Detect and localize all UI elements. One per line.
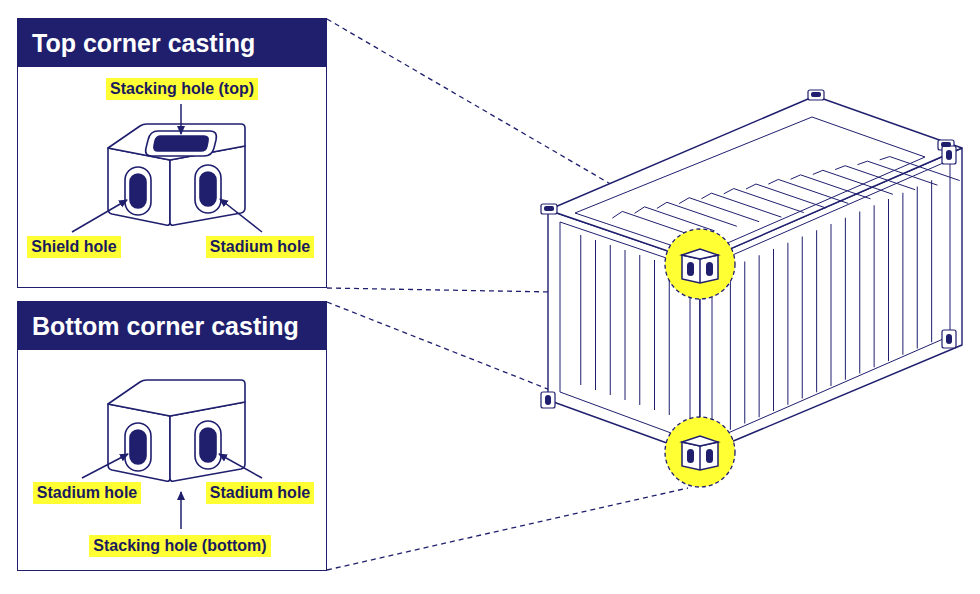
part-label: Stadium hole [206, 482, 314, 504]
corrugation-rib [791, 175, 801, 179]
corrugation-rib [768, 179, 778, 184]
corrugation-rib [831, 224, 832, 386]
corrugation-rib [580, 235, 581, 385]
corrugation-rib [778, 179, 848, 203]
corrugation-rib [787, 243, 788, 405]
corrugation-rib [917, 187, 918, 349]
corrugation-rib [802, 237, 803, 399]
part-label: Stacking hole (top) [106, 78, 258, 100]
corrugation-rib [746, 184, 756, 189]
corrugation-rib [801, 175, 871, 199]
corrugation-rib [835, 166, 845, 170]
bottom-casting-cube [108, 380, 245, 481]
corrugation-rib [867, 161, 937, 185]
corrugation-rib [724, 189, 734, 194]
top-casting-cube [108, 124, 245, 225]
corrugation-rib [734, 189, 804, 213]
corrugation-rib [669, 265, 670, 415]
corrugation-rib [756, 184, 826, 208]
corrugation-rib [622, 211, 692, 235]
corrugation-rib [654, 260, 655, 410]
part-label: Stacking hole (bottom) [89, 535, 270, 557]
panel-heading: Bottom corner casting [18, 302, 326, 350]
label-text: Stacking hole (top) [106, 78, 258, 100]
corrugation-rib [635, 207, 645, 213]
corrugation-rib [639, 255, 640, 405]
corrugation-rib [612, 211, 622, 218]
corrugation-rib [711, 193, 781, 217]
panel-heading: Top corner casting [18, 19, 326, 67]
corrugation-rib [888, 199, 889, 361]
part-label: Stadium hole [33, 482, 141, 504]
corrugation-rib [730, 268, 731, 430]
corrugation-rib [813, 170, 823, 174]
corrugation-rib [859, 212, 860, 374]
corrugation-rib [759, 255, 760, 417]
corrugation-rib [816, 230, 817, 392]
corrugation-rib [845, 218, 846, 380]
corrugation-rib [625, 250, 626, 400]
label-text: Stadium hole [206, 236, 314, 258]
corrugation-rib [773, 249, 774, 411]
corrugation-rib [845, 166, 915, 190]
corrugation-rib [645, 207, 715, 231]
casting-panel: Top corner castingStacking hole (top) Shi… [17, 18, 327, 288]
part-label: Stadium hole [206, 236, 314, 258]
part-label: Shield hole [27, 236, 120, 258]
container [541, 90, 962, 455]
corrugation-rib [667, 202, 737, 226]
corrugation-rib [857, 161, 867, 165]
label-text: Stadium hole [33, 482, 141, 504]
label-text: Stadium hole [206, 482, 314, 504]
top-pointers [72, 104, 262, 232]
corrugation-rib [744, 262, 745, 424]
corrugation-rib [880, 157, 890, 160]
corrugation-rib [823, 170, 893, 194]
corrugation-rib [902, 193, 903, 355]
corrugation-rib [689, 198, 759, 222]
label-text: Stacking hole (bottom) [89, 535, 270, 557]
corrugation-rib [679, 198, 689, 204]
corrugation-rib [610, 245, 611, 395]
label-text: Shield hole [27, 236, 120, 258]
corrugation-rib [657, 202, 667, 208]
corrugation-rib [595, 240, 596, 390]
corrugation-rib [701, 193, 711, 199]
casting-panel: Bottom corner castingStadium hole Stadium… [17, 301, 327, 571]
corrugation-rib [931, 180, 932, 342]
highlight-circles [665, 229, 735, 487]
corrugation-rib [874, 205, 875, 367]
